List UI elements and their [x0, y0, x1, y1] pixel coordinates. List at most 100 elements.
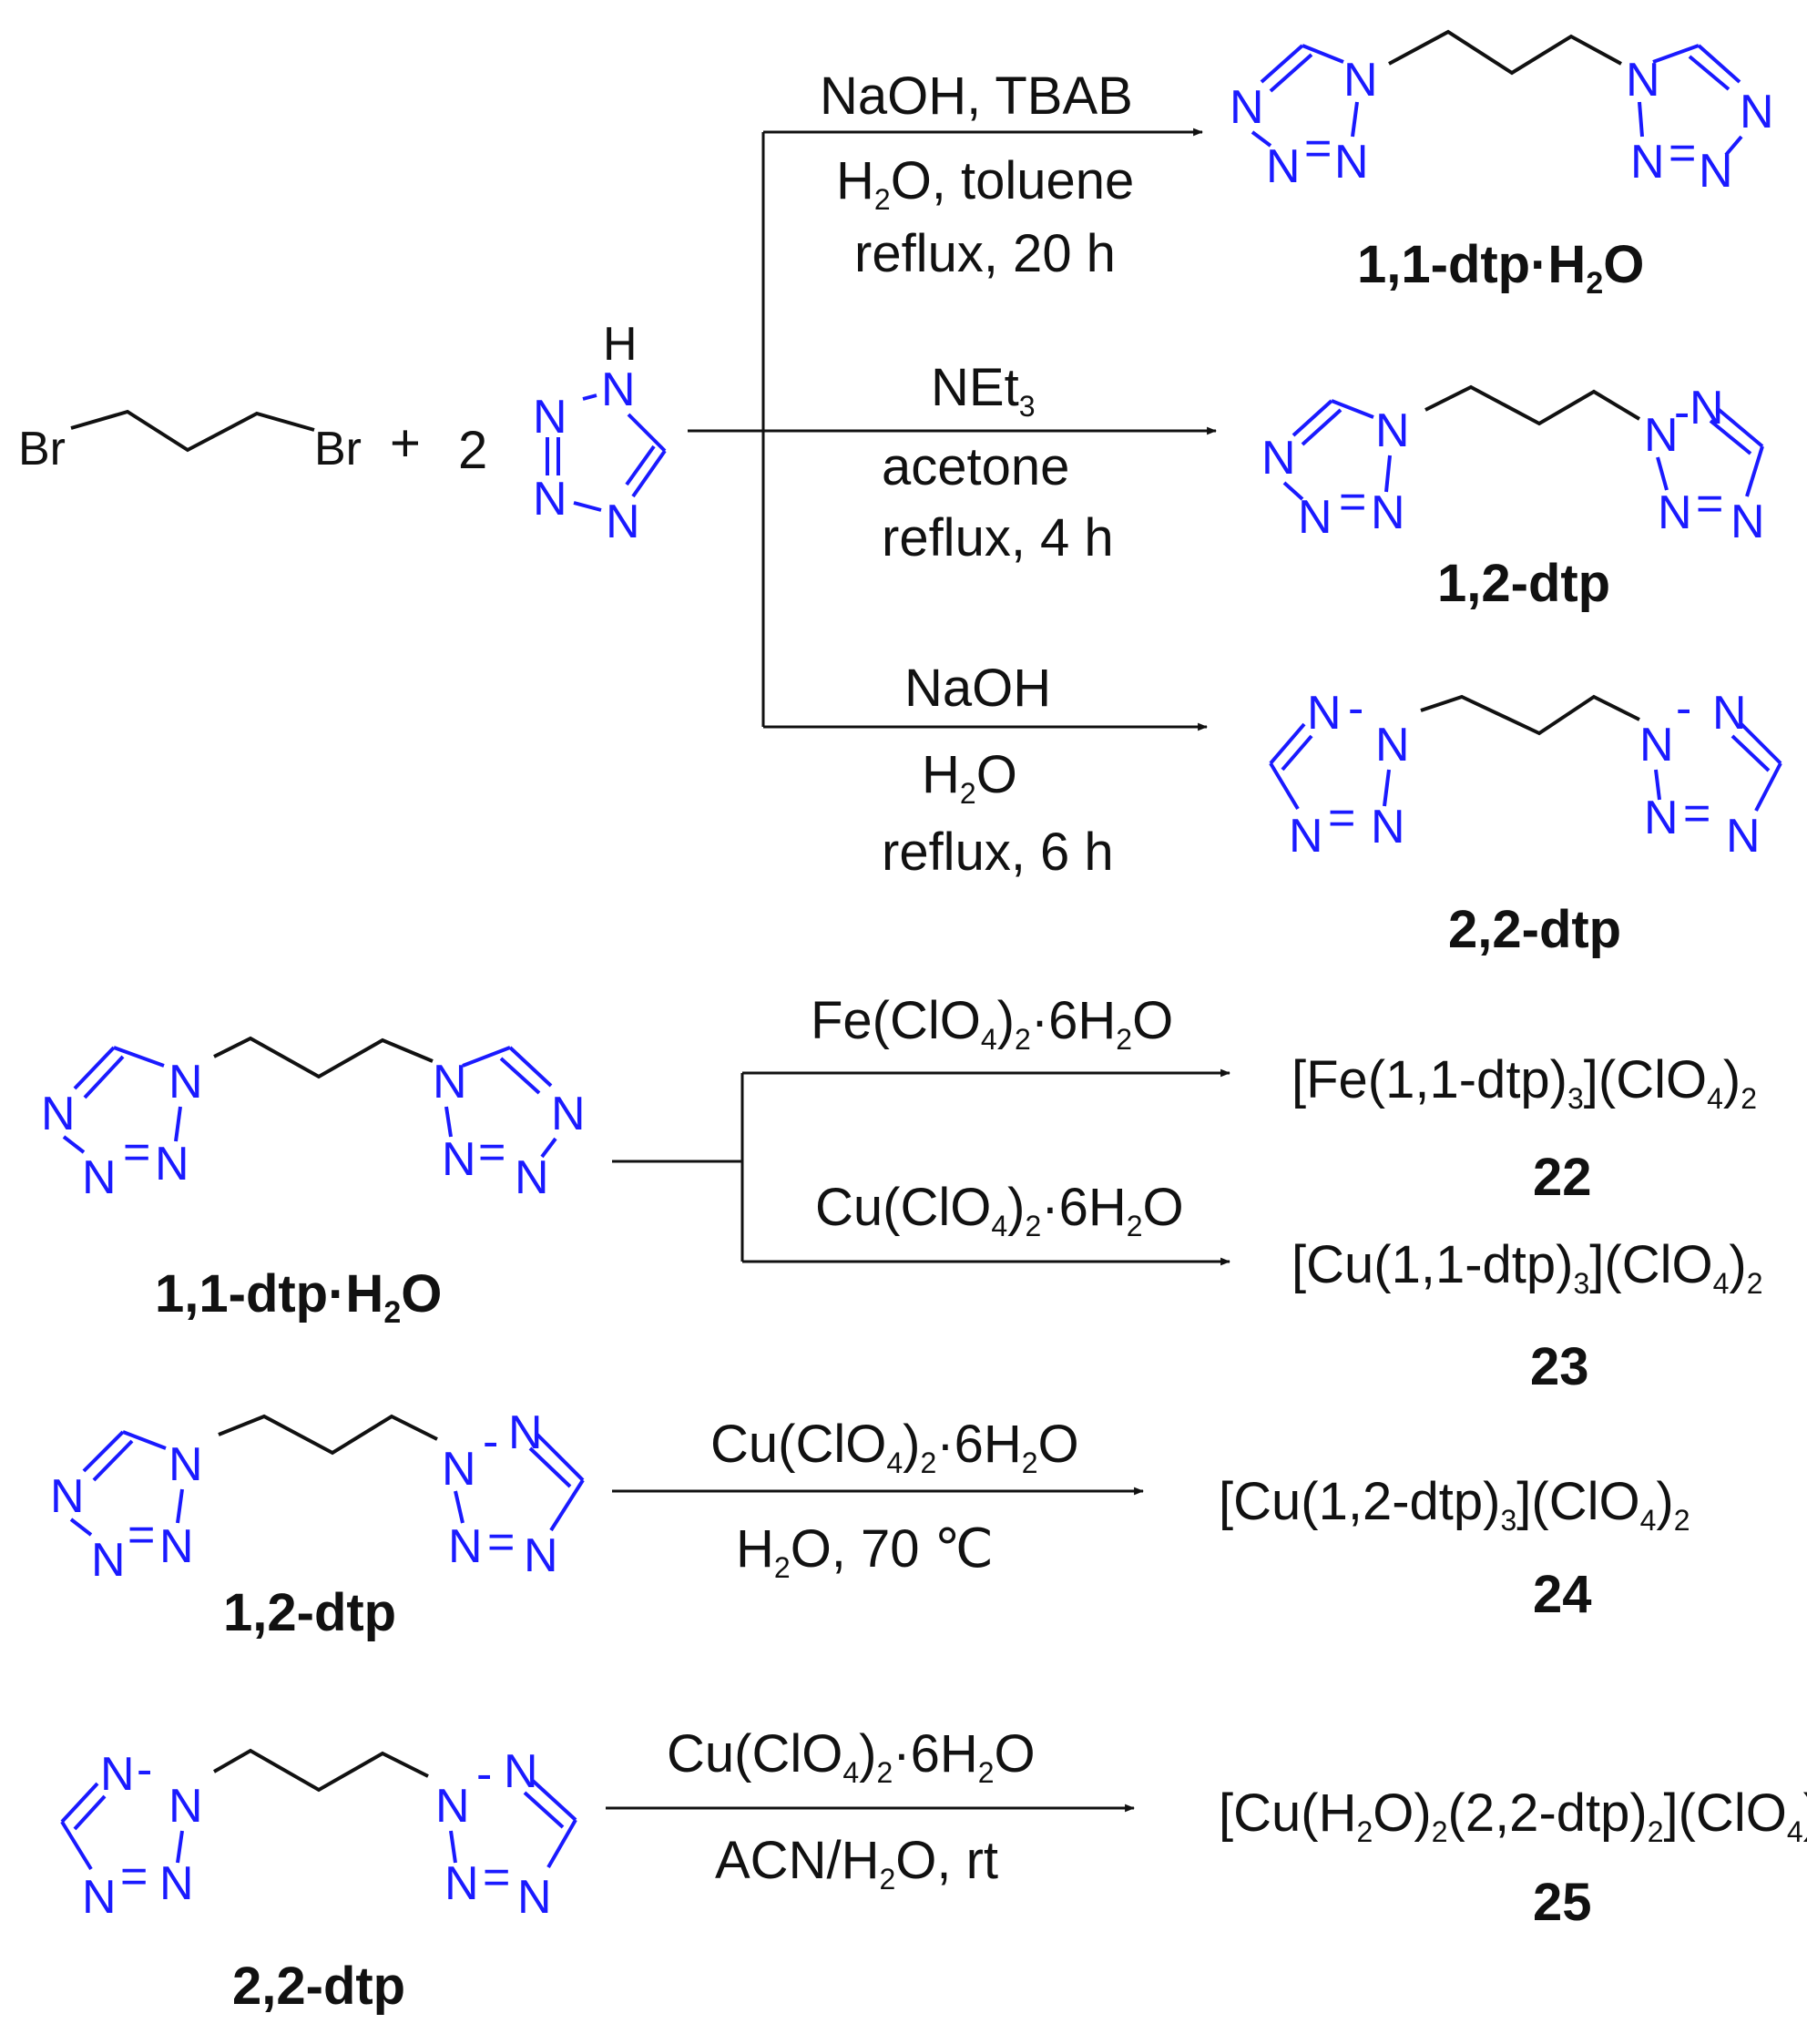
n-atom: N	[504, 1745, 538, 1798]
route-c-conditions-line1: NaOH	[904, 659, 1051, 718]
n-atom: N	[442, 1443, 476, 1496]
product-23-formula: [Cu(1,1-dtp)3](ClO4)2	[1291, 1235, 1763, 1300]
n-atom: N	[448, 1520, 483, 1573]
n-atom: N	[1644, 409, 1679, 462]
double-bond-glyph: =	[120, 1850, 148, 1903]
ligand-22-dtp-structure-right: N N N N - =	[435, 1745, 577, 1924]
fe-perchlorate-reagent: Fe(ClO4)2·6H2O	[811, 991, 1173, 1056]
double-bond-glyph: =	[1339, 475, 1366, 528]
product-24-formula: [Cu(1,2-dtp)3](ClO4)2	[1219, 1472, 1690, 1537]
single-bond-glyph: -	[483, 1415, 498, 1468]
n-atom: N	[1261, 432, 1296, 485]
compound-number-24: 24	[1533, 1565, 1592, 1624]
stoichiometric-coefficient: 2	[458, 421, 487, 480]
double-bond-glyph: =	[1304, 122, 1332, 175]
route-a-conditions-line3: reflux, 20 h	[854, 224, 1116, 283]
double-bond-glyph: =	[478, 1126, 505, 1179]
single-bond-glyph: -	[1676, 682, 1691, 735]
double-bond-glyph: =	[483, 1851, 510, 1904]
n-atom: N	[1371, 486, 1405, 539]
tetrazole-n-atom: N	[533, 391, 567, 444]
double-bond-glyph: =	[1328, 792, 1355, 844]
step2-arrows	[612, 1068, 1231, 1266]
single-bond-glyph: -	[476, 1748, 492, 1801]
n-atom: N	[442, 1133, 476, 1186]
single-bond-glyph: -	[1674, 386, 1690, 439]
plus-sign: +	[390, 414, 421, 473]
product-22-dtp-structure-right: N N N N - =	[1639, 682, 1782, 863]
n-atom: N	[168, 1056, 203, 1109]
product-12-dtp-label: 1,2-dtp	[1437, 554, 1610, 613]
n-atom: N	[1740, 86, 1774, 138]
ligand-11-dtp-label: 1,1-dtp·H2O	[155, 1264, 442, 1330]
n-atom: N	[517, 1871, 552, 1924]
compound-number-25: 25	[1533, 1873, 1592, 1932]
n-atom: N	[100, 1748, 135, 1801]
tetrazole-n-atom: N	[606, 496, 640, 548]
n-atom: N	[524, 1529, 558, 1582]
step3-condition: H2O, 70 ℃	[736, 1519, 994, 1584]
n-atom: N	[444, 1857, 479, 1910]
double-bond-glyph: =	[128, 1508, 155, 1561]
n-atom: N	[159, 1857, 194, 1910]
n-atom: N	[1289, 810, 1323, 863]
route-a-conditions-line1: NaOH, TBAB	[820, 66, 1133, 126]
cu-perchlorate-reagent: Cu(ClO4)2·6H2O	[815, 1178, 1184, 1242]
double-bond-glyph: =	[123, 1126, 150, 1179]
n-atom: N	[41, 1088, 76, 1140]
reactant-1h-tetrazole: N N H N N	[533, 318, 667, 548]
n-atom: N	[1334, 136, 1369, 189]
n-atom: N	[1266, 140, 1301, 193]
n-atom: N	[551, 1088, 586, 1140]
n-atom: N	[168, 1780, 203, 1833]
product-25-formula: [Cu(H2O)2(2,2-dtp)2](ClO4)2	[1219, 1783, 1807, 1848]
bromine-atom-left: Br	[18, 423, 66, 475]
n-atom: N	[1343, 54, 1378, 107]
route-c-conditions-line2: H2O	[922, 745, 1017, 810]
product-22-dtp-label: 2,2-dtp	[1448, 900, 1621, 959]
n-atom: N	[1375, 404, 1410, 457]
route-a-conditions-line2: H2O, toluene	[836, 151, 1134, 216]
tetrazole-h-atom: H	[603, 318, 638, 371]
n-atom: N	[1375, 719, 1410, 772]
n-atom: N	[82, 1871, 117, 1924]
product-11-dtp-label: 1,1-dtp·H2O	[1357, 235, 1644, 301]
step1-arrows	[688, 128, 1218, 731]
n-atom: N	[1298, 491, 1332, 544]
n-atom: N	[1730, 496, 1765, 548]
single-bond-glyph: -	[137, 1743, 152, 1796]
product-22-dtp-structure: N N N N - =	[1269, 682, 1640, 863]
step4-condition: ACN/H2O, rt	[715, 1831, 998, 1896]
n-atom: N	[433, 1056, 467, 1109]
route-c-conditions-line3: reflux, 6 h	[882, 823, 1114, 882]
n-atom: N	[435, 1780, 470, 1833]
ligand-22-dtp-structure: N N N N - =	[60, 1743, 429, 1924]
n-atom: N	[155, 1138, 189, 1191]
n-atom: N	[515, 1151, 549, 1204]
product-11-dtp-structure: N N N N = N N N N =	[1230, 29, 1774, 198]
double-bond-glyph: =	[1683, 787, 1710, 840]
n-atom: N	[50, 1470, 85, 1523]
compound-number-22: 22	[1533, 1148, 1592, 1207]
ligand-22-dtp-label: 2,2-dtp	[232, 1957, 405, 2016]
n-atom: N	[82, 1151, 117, 1204]
n-atom: N	[91, 1534, 126, 1587]
route-b-conditions-line1: NEt3	[931, 358, 1035, 423]
tetrazole-n-atom: N	[533, 473, 567, 526]
n-atom: N	[508, 1406, 543, 1459]
n-atom: N	[1726, 810, 1761, 863]
compound-number-23: 23	[1530, 1337, 1589, 1396]
step3-reagent: Cu(ClO4)2·6H2O	[710, 1415, 1079, 1479]
n-atom: N	[168, 1438, 203, 1491]
double-bond-glyph: =	[1696, 477, 1723, 530]
n-atom: N	[1639, 719, 1674, 772]
n-atom: N	[1644, 792, 1679, 844]
n-atom: N	[1630, 136, 1665, 189]
double-bond-glyph: =	[487, 1516, 515, 1569]
step4-reagent: Cu(ClO4)2·6H2O	[667, 1724, 1036, 1789]
reactant-dibromopropane: Br Br	[18, 409, 362, 475]
double-bond-glyph: =	[1669, 127, 1696, 179]
n-atom: N	[1712, 687, 1747, 740]
route-b-conditions-line3: reflux, 4 h	[882, 508, 1114, 567]
